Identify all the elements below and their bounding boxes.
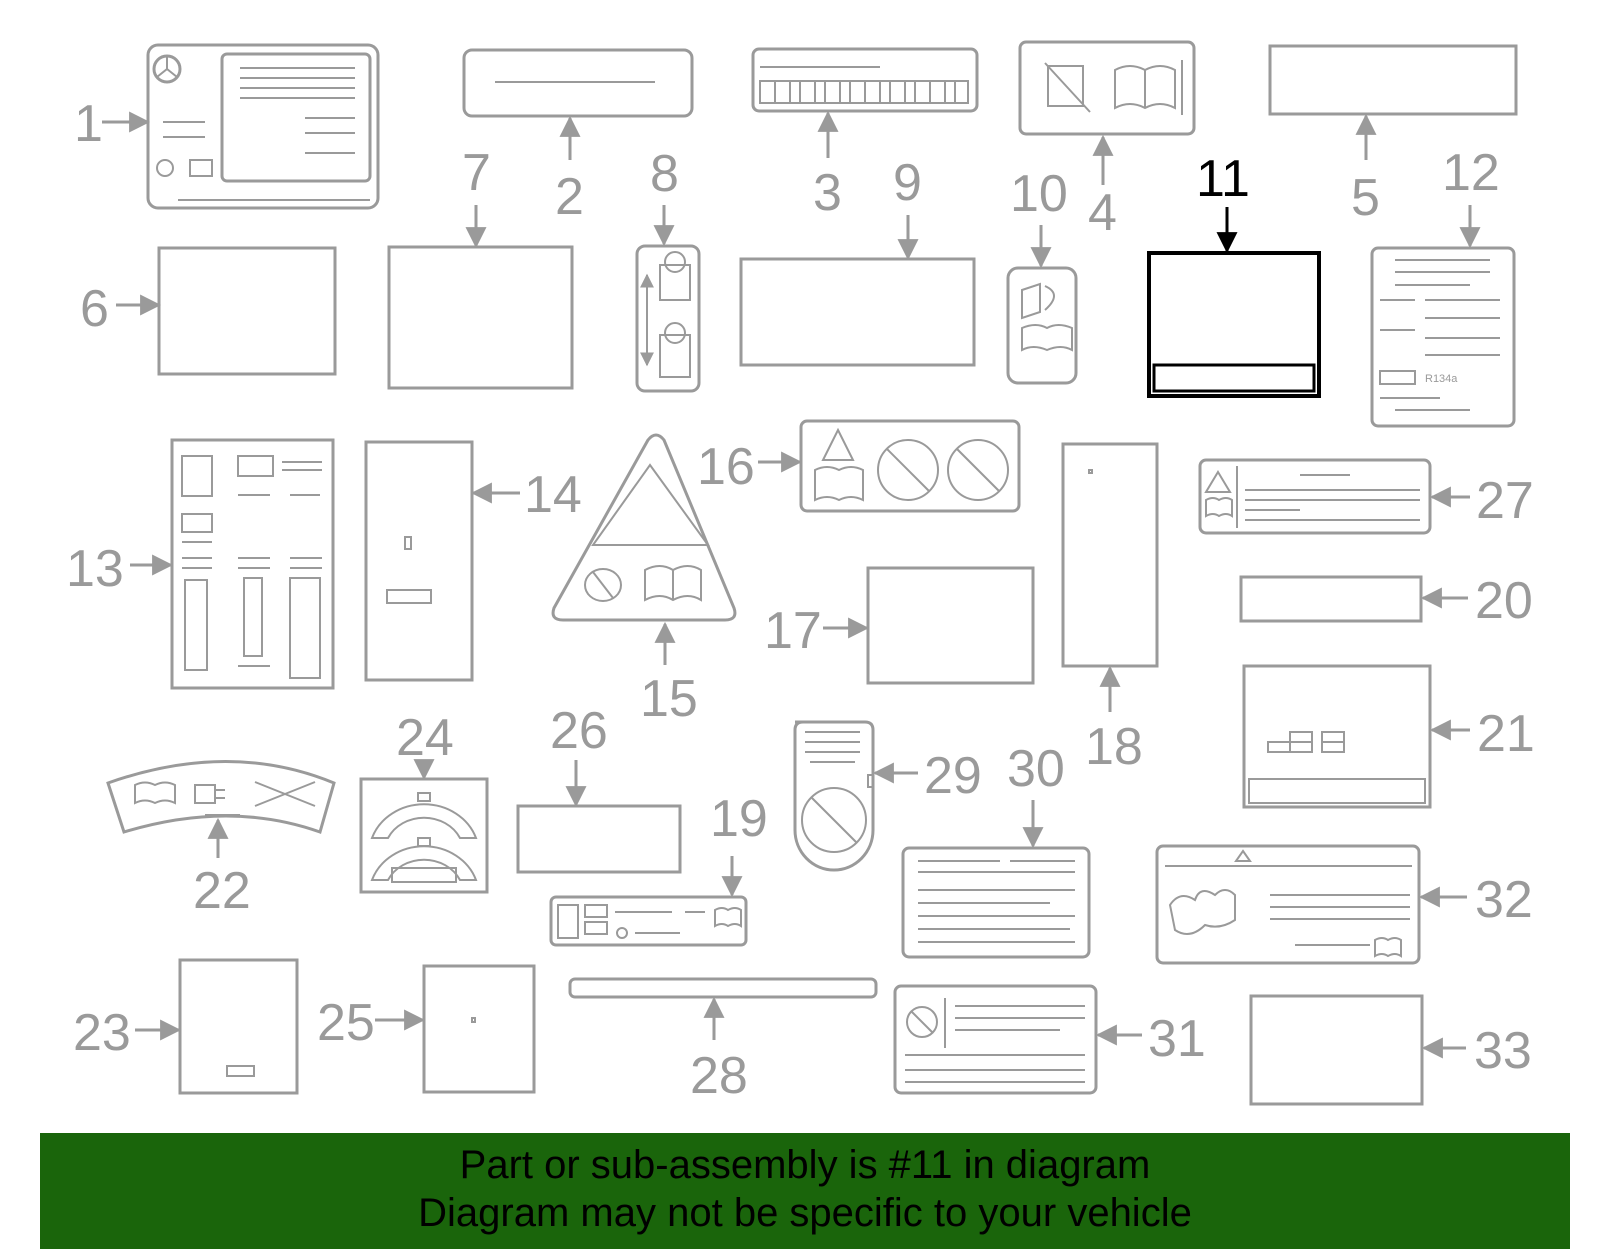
callout-11: 11	[1196, 150, 1250, 208]
label-part-23[interactable]	[178, 958, 299, 1095]
callout-25: 25	[317, 994, 375, 1052]
callout-13: 13	[66, 540, 124, 598]
callout-2: 2	[555, 168, 584, 226]
label-part-21[interactable]	[1242, 664, 1432, 809]
info-banner: Part or sub-assembly is #11 in diagram D…	[40, 1133, 1570, 1249]
label-part-15[interactable]	[551, 433, 737, 622]
label-part-9[interactable]	[739, 257, 976, 367]
callout-18: 18	[1085, 718, 1143, 776]
label-part-20[interactable]	[1239, 575, 1423, 623]
callout-9: 9	[893, 154, 922, 212]
label-part-8[interactable]	[635, 244, 701, 393]
label-part-28[interactable]	[568, 977, 878, 999]
label-part-25[interactable]	[422, 964, 536, 1094]
label-part-14[interactable]	[364, 440, 474, 682]
callout-1: 1	[74, 95, 103, 153]
callout-5: 5	[1351, 169, 1380, 227]
banner-line-1: Part or sub-assembly is #11 in diagram	[459, 1143, 1151, 1187]
refrigerant-label: R134a	[1425, 373, 1458, 385]
callout-29: 29	[924, 747, 982, 805]
parts-diagram: 1 2 3 4 5 6 7 8 9 10 11 12 13 14 15 16 1…	[66, 40, 1535, 1106]
callout-26: 26	[550, 702, 608, 760]
callout-32: 32	[1475, 871, 1533, 929]
banner-line-2: Diagram may not be specific to your vehi…	[418, 1191, 1192, 1235]
label-part-1[interactable]	[146, 43, 380, 210]
label-part-30[interactable]	[901, 846, 1091, 959]
callout-3: 3	[813, 164, 842, 222]
callout-16: 16	[697, 438, 755, 496]
label-part-17[interactable]	[866, 566, 1035, 685]
label-part-18[interactable]	[1061, 442, 1159, 668]
callout-10: 10	[1010, 165, 1068, 223]
label-part-33[interactable]	[1249, 994, 1424, 1106]
label-part-31[interactable]	[893, 984, 1098, 1095]
label-part-32[interactable]	[1155, 844, 1421, 965]
callout-19: 19	[710, 790, 768, 848]
label-part-24[interactable]	[359, 777, 489, 894]
callout-24: 24	[396, 709, 454, 767]
callout-8: 8	[650, 145, 679, 203]
label-part-19[interactable]	[549, 895, 748, 947]
label-part-22[interactable]	[106, 760, 336, 834]
callout-6: 6	[80, 280, 109, 338]
label-part-6[interactable]	[157, 246, 337, 376]
label-part-29[interactable]	[793, 720, 875, 872]
callout-12: 12	[1442, 144, 1500, 202]
label-part-27[interactable]	[1198, 458, 1432, 535]
callout-20: 20	[1475, 572, 1533, 630]
callout-4: 4	[1088, 184, 1117, 242]
label-part-7[interactable]	[387, 245, 574, 390]
callout-21: 21	[1477, 705, 1535, 763]
callout-27: 27	[1476, 472, 1534, 530]
callout-30: 30	[1007, 740, 1065, 798]
callout-33: 33	[1474, 1022, 1532, 1080]
label-part-3[interactable]	[751, 47, 979, 113]
callout-28: 28	[690, 1047, 748, 1105]
label-part-11-highlighted[interactable]	[1147, 251, 1321, 398]
callout-31: 31	[1148, 1010, 1206, 1068]
callout-15: 15	[640, 670, 698, 728]
label-part-4[interactable]	[1018, 40, 1196, 136]
callout-17: 17	[764, 602, 822, 660]
label-part-26[interactable]	[516, 804, 682, 874]
callout-22: 22	[193, 862, 251, 920]
callout-14: 14	[524, 466, 582, 524]
callout-23: 23	[73, 1004, 131, 1062]
label-part-16[interactable]	[799, 419, 1021, 513]
label-part-5[interactable]	[1268, 44, 1518, 116]
label-part-13[interactable]	[170, 438, 335, 690]
callout-7: 7	[462, 144, 491, 202]
label-part-10[interactable]	[1006, 266, 1078, 385]
label-part-12[interactable]	[1370, 246, 1516, 428]
